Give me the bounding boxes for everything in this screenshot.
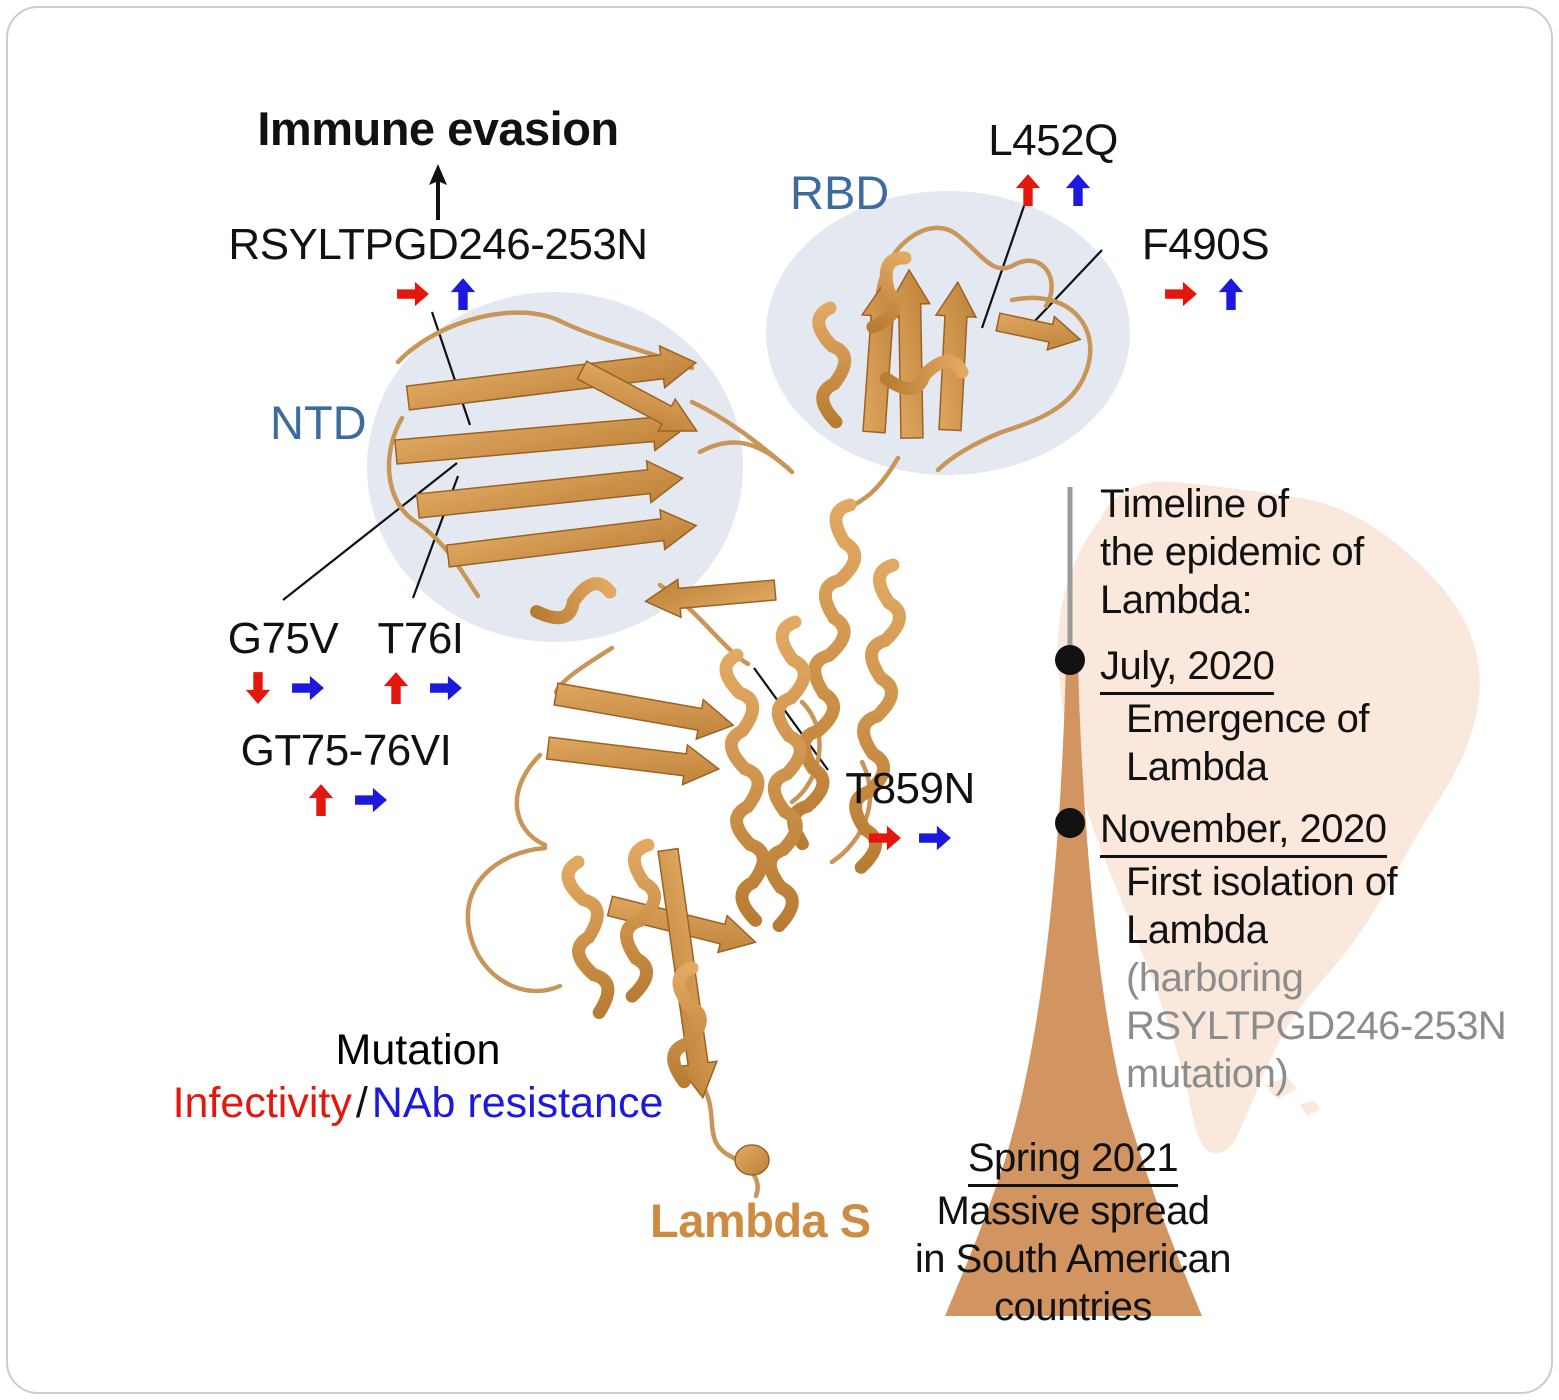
effect-arrows — [173, 278, 703, 310]
nab-resistance-arrow-icon — [450, 278, 476, 310]
lambda-s-label: Lambda S — [650, 1194, 871, 1247]
connector-f490s — [1031, 249, 1103, 325]
timeline-event-july-2020: July, 2020 Emergence of Lambda — [1100, 642, 1370, 791]
event-description-line: Lambda — [1126, 908, 1268, 952]
figure-panel: Immune evasion RSYLTPGD246-253N NTD RBD … — [6, 6, 1553, 1394]
timeline-title-line: the epidemic of — [1100, 530, 1364, 574]
mutation-gt75-76vi: GT75-76VI — [226, 726, 466, 816]
timeline-event-spring-2021: Spring 2021 Massive spread in South Amer… — [863, 1134, 1283, 1331]
timeline-spread-triangle — [945, 660, 1202, 1316]
effect-arrows — [213, 672, 353, 704]
infectivity-arrow-icon — [1015, 174, 1041, 206]
effect-arrows — [226, 784, 466, 816]
event-date: November, 2020 — [1100, 805, 1387, 858]
timeline-title-line: Lambda: — [1100, 578, 1253, 622]
mutation-label: G75V — [227, 614, 339, 663]
map-island — [1300, 1100, 1320, 1116]
ntd-domain-label: NTD — [270, 396, 367, 449]
rbd-domain-label: RBD — [790, 166, 890, 219]
mutation-rsyltpgd246-253n: RSYLTPGD246-253N — [173, 220, 703, 310]
timeline-bullet-november — [1055, 808, 1085, 838]
timeline-bullet-july — [1055, 645, 1085, 675]
legend-mutation-label: Mutation — [335, 1026, 501, 1074]
mutation-t76i: T76I — [358, 614, 483, 704]
event-date: July, 2020 — [1100, 642, 1275, 695]
lambda-spike-ribbon — [386, 225, 1093, 1199]
legend-effect-line: Infectivity/NAb resistance — [158, 1079, 678, 1128]
timeline-graphic — [945, 487, 1202, 1316]
ribbon-helices — [530, 251, 969, 1089]
ribbon-beta-strands — [394, 268, 1082, 1100]
event-description-line: countries — [994, 1285, 1152, 1329]
connector-t859n — [753, 667, 829, 771]
mutation-label: T76I — [377, 614, 464, 663]
legend: Mutation Infectivity/NAb resistance — [158, 1026, 678, 1128]
mutation-l452q: L452Q — [958, 116, 1148, 206]
effect-arrows — [820, 822, 1000, 854]
infectivity-arrow-icon — [869, 825, 901, 851]
event-note-line: RSYLTPGD246-253N — [1126, 1004, 1507, 1048]
event-date: Spring 2021 — [967, 1134, 1179, 1187]
infectivity-arrow-icon — [397, 281, 429, 307]
nab-resistance-arrow-icon — [429, 675, 462, 701]
ribbon-tail-blob — [734, 1144, 770, 1176]
mutation-label: L452Q — [988, 116, 1118, 165]
mutation-t859n: T859N — [820, 764, 1000, 854]
mutation-label: GT75-76VI — [240, 726, 452, 775]
timeline-title-line: Timeline of — [1100, 482, 1289, 526]
legend-separator: / — [355, 1079, 368, 1127]
timeline-title: Timeline of the epidemic of Lambda: — [1100, 480, 1364, 624]
infectivity-arrow-icon — [1164, 281, 1197, 307]
infectivity-arrow-icon — [383, 672, 408, 704]
immune-evasion-arrow-icon — [429, 164, 447, 220]
effect-arrows — [1113, 278, 1298, 310]
event-description-line: First isolation of — [1126, 860, 1398, 904]
map-island — [1265, 1077, 1297, 1099]
mutation-label: RSYLTPGD246-253N — [228, 220, 648, 269]
event-description-line: in South American — [914, 1237, 1232, 1281]
infectivity-arrow-icon — [245, 672, 271, 704]
mutation-g75v: G75V — [213, 614, 353, 704]
nab-resistance-arrow-icon — [919, 825, 951, 851]
nab-resistance-arrow-icon — [1065, 174, 1091, 206]
nab-resistance-arrow-icon — [1218, 278, 1243, 310]
mutation-f490s: F490S — [1113, 220, 1298, 310]
event-description-line: Emergence of — [1126, 697, 1370, 741]
immune-evasion-title: Immune evasion — [257, 102, 619, 155]
connector-g75v — [282, 462, 458, 601]
nab-resistance-arrow-icon — [355, 787, 387, 813]
event-description-line: Lambda — [1126, 745, 1268, 789]
south-america-map — [1057, 481, 1480, 1154]
mutation-label: T859N — [845, 764, 975, 813]
timeline-event-november-2020: November, 2020 First isolation of Lambda… — [1100, 805, 1507, 1098]
nab-resistance-arrow-icon — [292, 675, 324, 701]
mutation-label: F490S — [1141, 220, 1270, 269]
infectivity-arrow-icon — [308, 784, 334, 816]
event-description-line: Massive spread — [936, 1189, 1210, 1233]
effect-arrows — [958, 174, 1148, 206]
protein-structure-illustration — [282, 191, 1480, 1316]
event-note-line: (harboring — [1126, 956, 1304, 1000]
effect-arrows — [358, 672, 483, 704]
legend-nab-resistance-label: NAb resistance — [371, 1079, 664, 1127]
event-note-line: mutation) — [1126, 1052, 1289, 1096]
legend-infectivity-label: Infectivity — [172, 1079, 352, 1127]
